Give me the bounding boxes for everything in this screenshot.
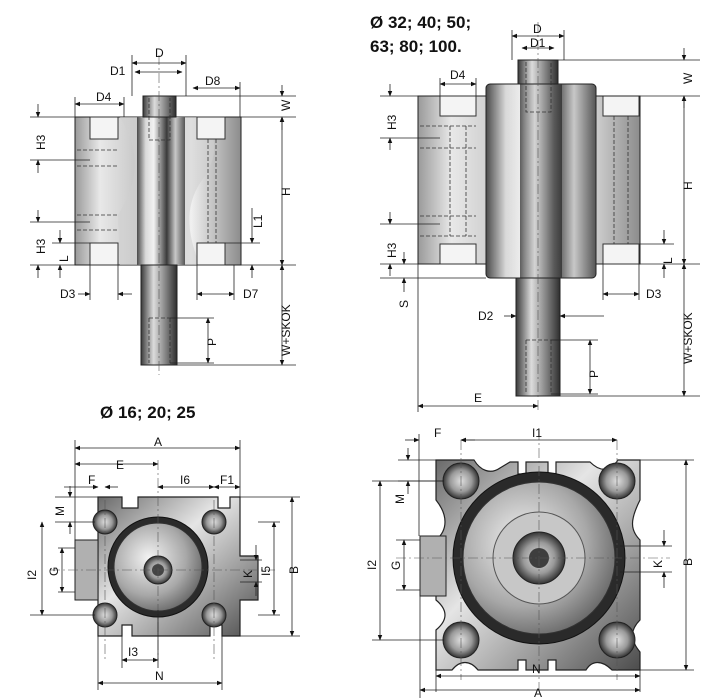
counterbore-top-left: [89, 116, 119, 140]
label-I1: I1: [532, 426, 542, 440]
label-F: F: [88, 473, 95, 487]
label-H: H: [681, 181, 695, 190]
label-P: P: [205, 338, 219, 346]
label-I5: I5: [259, 566, 273, 576]
label-E: E: [116, 458, 124, 472]
label-A: A: [534, 686, 542, 700]
label-K: K: [651, 560, 665, 568]
front-view-small-bore: [50, 460, 275, 660]
label-A: A: [154, 435, 162, 449]
label-E: E: [474, 391, 482, 405]
label-B: B: [287, 566, 301, 574]
label-L: L: [661, 257, 675, 264]
port-stub: [419, 535, 447, 597]
counterbore-top-right: [196, 116, 226, 140]
label-P: P: [587, 370, 601, 378]
label-K: K: [241, 570, 255, 578]
label-I2: I2: [365, 560, 379, 570]
counterbore-bottom-right: [602, 243, 640, 265]
counterbore-top-right: [602, 95, 640, 117]
label-D7: D7: [243, 287, 259, 301]
dimensions-front-large: F I1 M I2 G K B N A: [365, 426, 695, 700]
title-large-bores-line2: 63; 80; 100.: [370, 37, 462, 56]
label-D4: D4: [96, 90, 112, 104]
label-G: G: [47, 567, 61, 576]
label-D3: D3: [60, 287, 76, 301]
rod-top-stub: [142, 95, 177, 118]
label-I6: I6: [180, 473, 190, 487]
label-N: N: [155, 669, 164, 683]
dimensions-side-large: D D1 D4 W H W+SKOK P L D3: [380, 22, 700, 412]
side-view-small-bore: [74, 55, 242, 375]
label-D: D: [533, 22, 542, 36]
label-N: N: [532, 662, 541, 676]
label-W-SKOK: W+SKOK: [681, 312, 695, 364]
label-G: G: [389, 561, 403, 570]
label-L1: L1: [251, 214, 265, 228]
front-view-large-bore: [396, 430, 670, 690]
title-large-bores-line1: Ø 32; 40; 50;: [370, 13, 471, 32]
label-M: M: [53, 506, 67, 516]
label-I2: I2: [25, 570, 39, 580]
label-S: S: [397, 300, 411, 308]
label-F1: F1: [220, 473, 234, 487]
label-B: B: [681, 558, 695, 566]
label-W: W: [279, 99, 293, 111]
dimensions-front-small: A E F I6 F1 M I2 G K I5: [25, 435, 301, 690]
counterbore-bottom-left: [439, 243, 477, 265]
side-view-large-bore: [417, 22, 641, 410]
label-D1: D1: [110, 64, 126, 78]
label-H3-top: H3: [34, 134, 48, 150]
label-D8: D8: [205, 74, 221, 88]
counterbore-bottom-right: [196, 242, 226, 266]
label-D3: D3: [646, 287, 662, 301]
label-H3-top: H3: [385, 114, 399, 130]
label-W: W: [681, 72, 695, 84]
label-W-SKOK: W+SKOK: [279, 304, 293, 356]
label-I3: I3: [128, 645, 138, 659]
label-D4: D4: [450, 68, 466, 82]
label-M: M: [393, 494, 407, 504]
label-H3-bottom: H3: [34, 238, 48, 254]
counterbore-bottom-left: [89, 242, 119, 266]
label-H: H: [279, 187, 293, 196]
label-H3-bottom: H3: [385, 242, 399, 258]
label-D: D: [155, 46, 164, 60]
label-F: F: [434, 426, 441, 440]
title-small-bores: Ø 16; 20; 25: [100, 403, 195, 422]
piston-core: [137, 117, 185, 265]
label-L: L: [57, 255, 71, 262]
label-D2: D2: [478, 309, 494, 323]
piston-rib: [520, 84, 562, 278]
label-D1: D1: [530, 36, 546, 50]
dimensions-side-small: D D1 D4 D8 W H L1 W+SKOK P: [30, 46, 296, 366]
counterbore-top-left: [439, 95, 477, 117]
